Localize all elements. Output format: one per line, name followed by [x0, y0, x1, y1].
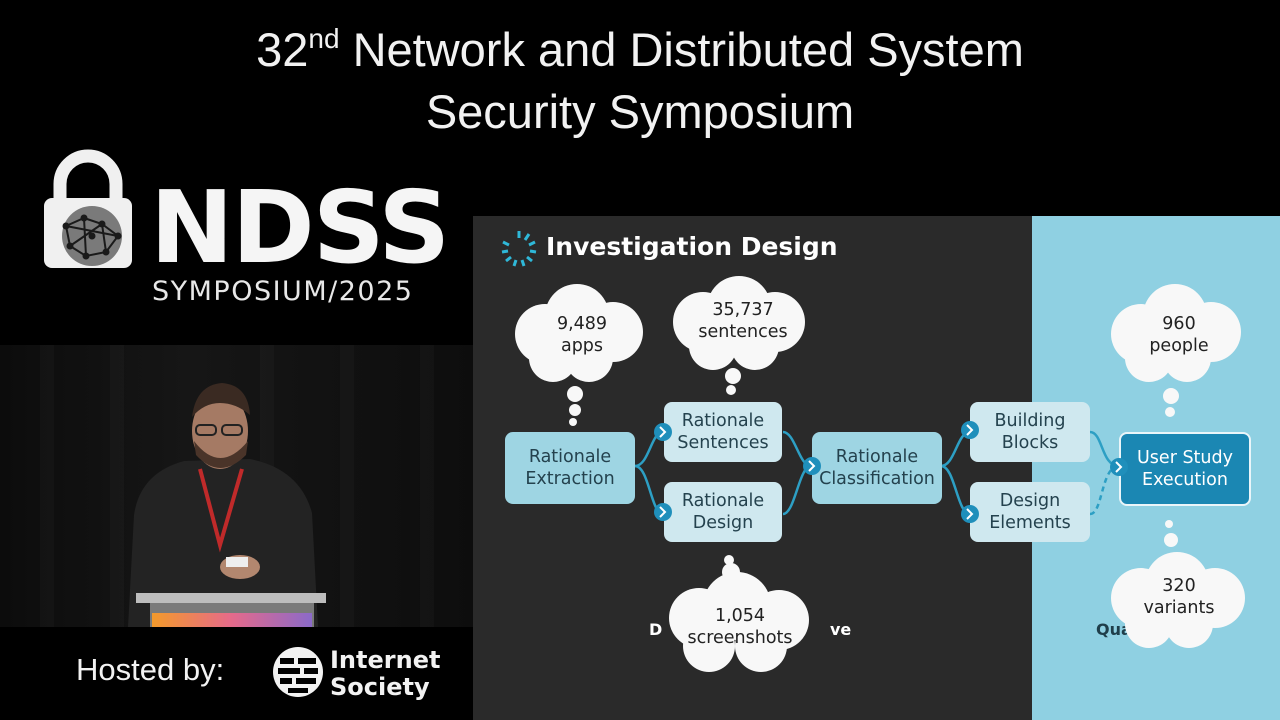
chevron-right-icon	[654, 423, 672, 441]
box-text: Sentences	[677, 433, 769, 453]
cloud-people-text: 960 people	[1136, 313, 1222, 357]
symposium-title: 32nd Network and Distributed System Secu…	[0, 8, 1280, 143]
box-text: Classification	[819, 469, 935, 489]
partial-label-left: D	[649, 620, 663, 639]
variants-label: variants	[1143, 598, 1215, 618]
slide-heading: Investigation Design	[546, 232, 838, 261]
loading-ring-icon	[501, 231, 537, 267]
ndss-logo-word: NDSS	[150, 169, 450, 286]
cloud-people	[1111, 284, 1241, 417]
box-text: Blocks	[1001, 433, 1059, 453]
cloud-screenshots	[669, 555, 809, 672]
padlock-globe-icon	[44, 149, 132, 268]
cloud-screenshots-text: 1,054 screenshots	[680, 605, 800, 649]
cloud-sentences	[673, 276, 805, 395]
chevron-right-icon	[961, 421, 979, 439]
screenshots-count: 1,054	[714, 606, 766, 626]
people-label: people	[1149, 336, 1209, 356]
variants-count: 320	[1162, 576, 1196, 596]
ndss-logo-subtitle: SYMPOSIUM/2025	[152, 276, 414, 307]
org-line1: Internet	[330, 646, 441, 674]
box-text: Execution	[1142, 470, 1228, 490]
chevron-right-icon	[803, 457, 821, 475]
title-line1: Network and Distributed System	[339, 23, 1024, 76]
cloud-variants-text: 320 variants	[1136, 575, 1222, 619]
apps-label: apps	[560, 336, 604, 356]
box-text: Rationale	[835, 447, 919, 467]
screenshots-label: screenshots	[687, 628, 793, 648]
cloud-apps-text: 9,489 apps	[532, 313, 632, 357]
speaker-figure-icon	[128, 383, 326, 627]
chevron-markers	[654, 421, 1128, 523]
speaker-video	[0, 345, 473, 627]
hosted-by-label: Hosted by:	[76, 652, 225, 687]
chevron-right-icon	[961, 505, 979, 523]
cloud-apps	[515, 284, 643, 426]
sentences-count: 35,737	[712, 300, 774, 320]
chevron-right-icon	[1110, 458, 1128, 476]
cloud-sentences-text: 35,737 sentences	[688, 299, 798, 343]
people-count: 960	[1162, 314, 1196, 334]
box-text: Rationale	[528, 447, 612, 467]
box-text: Rationale	[681, 491, 765, 511]
box-text: Elements	[989, 513, 1071, 533]
internet-society-logo-icon	[273, 647, 323, 697]
cloud-variants	[1111, 520, 1245, 648]
flow-connectors	[515, 276, 1245, 672]
title-number: 32	[256, 23, 309, 76]
box-text: Building	[994, 411, 1066, 431]
sentences-label: sentences	[698, 322, 788, 342]
box-text: Rationale	[681, 411, 765, 431]
chevron-right-icon	[654, 503, 672, 521]
box-text: User Study	[1137, 448, 1233, 468]
box-text: Design	[692, 513, 754, 533]
internet-society-name: Internet Society	[330, 647, 440, 701]
box-text: Extraction	[525, 469, 615, 489]
title-line2: Security Symposium	[425, 85, 855, 138]
org-line2: Society	[330, 673, 430, 701]
title-ordinal: nd	[308, 23, 340, 54]
partial-label-right: ve	[830, 620, 852, 639]
apps-count: 9,489	[556, 314, 608, 334]
partial-label-qua: Qua	[1096, 620, 1132, 639]
box-text: Design	[999, 491, 1061, 511]
